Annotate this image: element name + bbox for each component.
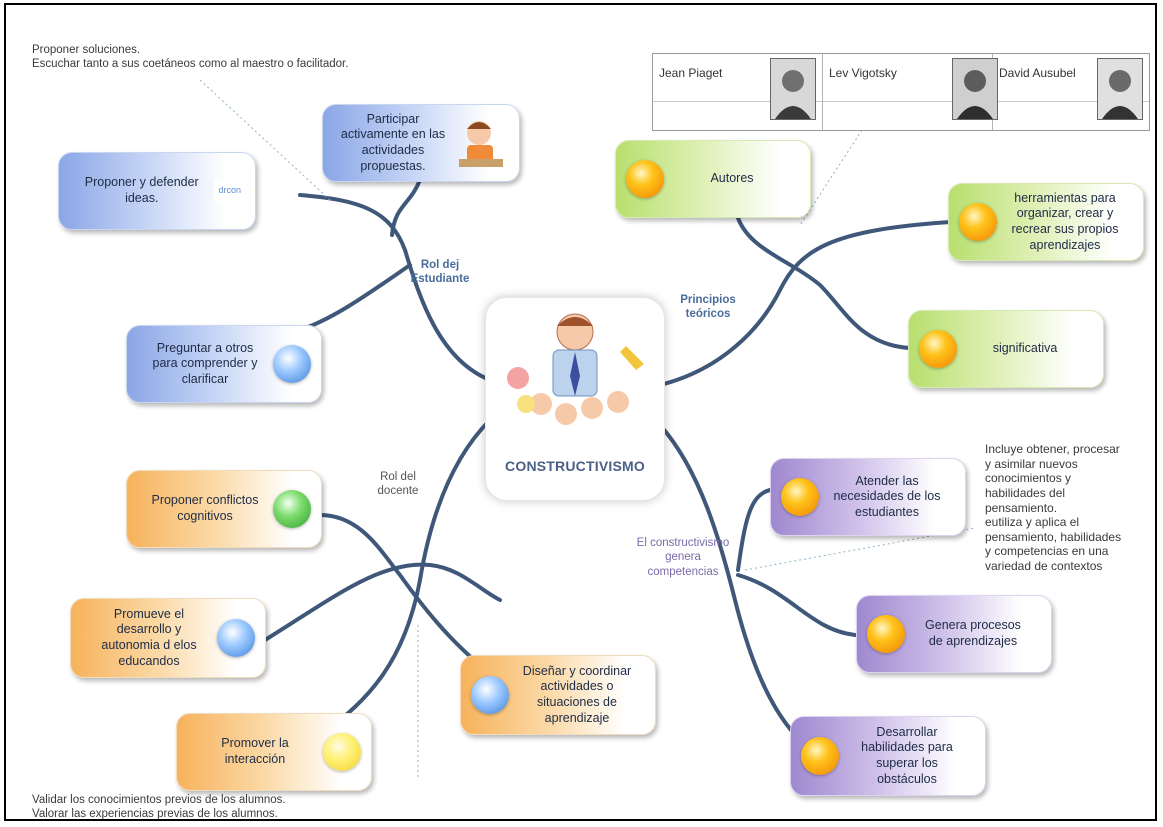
node-disenar[interactable]: Diseñar y coordinar actividades o situac…: [460, 655, 656, 735]
link-conflictos: [318, 513, 482, 667]
link-preguntar: [298, 263, 412, 332]
branch-label-principios: Principios teóricos: [680, 294, 736, 321]
green-gem-icon: [273, 490, 311, 528]
node-promover-label: Promover la interacción: [221, 736, 289, 766]
hourglass-icon: [781, 478, 819, 516]
author-photo: [952, 58, 998, 120]
author-photo: [770, 58, 816, 120]
link-atender: [736, 488, 772, 572]
smiley-icon: [323, 733, 361, 771]
node-significativa[interactable]: significativa: [908, 310, 1104, 388]
dotted-note-authors: [799, 129, 863, 226]
author-name: Jean Piaget: [659, 66, 723, 80]
link-promueve: [263, 562, 502, 642]
author-name: Lev Vigotsky: [829, 66, 897, 80]
node-promueve-label: Promueve el desarrollo y autonomia d elo…: [101, 606, 197, 668]
author-cell: Lev Vigotsky: [823, 54, 998, 130]
node-desarrollar-label: Desarrollar habilidades para superar los…: [861, 724, 953, 786]
node-herramientas-label: herramientas para organizar, crear y rec…: [1011, 190, 1119, 252]
branch-label-competencias: El constructivismo genera competencias: [636, 537, 730, 578]
drcon-logo: drcon: [214, 179, 245, 203]
node-proponer-defender-label: Proponer y defender ideas.: [84, 175, 199, 205]
node-herramientas[interactable]: herramientas para organizar, crear y rec…: [948, 183, 1144, 261]
dotted-note-right: [744, 527, 976, 571]
link-competencias-main: [658, 423, 802, 742]
link-estudiante-main: [298, 193, 492, 382]
node-participar-label: Participar activamente en las actividade…: [340, 111, 446, 173]
upload-arrow-icon: [217, 619, 255, 657]
authors-table: Jean Piaget Lev Vigotsky David Ausubel: [652, 53, 1150, 131]
central-topic-title: CONSTRUCTIVISMO: [505, 458, 645, 474]
note-top-left: Proponer soluciones. Escuchar tanto a su…: [32, 44, 349, 71]
link-principios-main: [658, 220, 952, 387]
node-participar[interactable]: Participar activamente en las actividade…: [322, 104, 520, 182]
node-promover[interactable]: Promover la interacción: [176, 713, 372, 791]
node-atender[interactable]: Atender las necesidades de los estudiant…: [770, 458, 966, 536]
node-promueve[interactable]: Promueve el desarrollo y autonomia d elo…: [70, 598, 266, 678]
group-icon: [867, 615, 905, 653]
node-atender-label: Atender las necesidades de los estudiant…: [833, 473, 941, 519]
node-conflictos[interactable]: Proponer conflictos cognitivos: [126, 470, 322, 548]
student-writing-icon: [459, 121, 503, 167]
cup-icon: [801, 737, 839, 775]
chart-icon: [919, 330, 957, 368]
link-genera: [736, 573, 857, 637]
author-name: David Ausubel: [999, 66, 1076, 80]
node-disenar-label: Diseñar y coordinar actividades o situac…: [522, 663, 632, 725]
note-bottom-left: Validar los conocimientos previos de los…: [32, 794, 286, 821]
orange-sphere-icon: [626, 160, 664, 198]
link-autores: [736, 216, 912, 350]
pencil-icon: [959, 203, 997, 241]
children-teacher-illustration: [507, 313, 644, 425]
node-genera-label: Genera procesos de aprendizajes: [925, 618, 1021, 648]
refresh-arrows-icon: [273, 345, 311, 383]
note-right: Incluye obtener, procesar y asimilar nue…: [985, 442, 1122, 573]
node-preguntar-label: Preguntar a otros para comprender y clar…: [152, 340, 258, 386]
node-significativa-label: significativa: [992, 341, 1058, 356]
branch-label-docente: Rol del docente: [377, 471, 419, 498]
author-photo: [1097, 58, 1143, 120]
node-conflictos-label: Proponer conflictos cognitivos: [151, 493, 259, 523]
link-docente-main: [318, 418, 492, 737]
magnifier-icon: [471, 676, 509, 714]
node-proponer-defender[interactable]: Proponer y defender ideas. drcon: [58, 152, 256, 230]
author-cell: David Ausubel: [993, 54, 1149, 130]
node-genera[interactable]: Genera procesos de aprendizajes: [856, 595, 1052, 673]
node-autores-label: Autores: [710, 171, 754, 186]
node-autores[interactable]: Autores: [615, 140, 811, 218]
central-topic[interactable]: CONSTRUCTIVISMO: [485, 297, 665, 501]
authors-table-divider: [653, 101, 1149, 102]
node-desarrollar[interactable]: Desarrollar habilidades para superar los…: [790, 716, 986, 796]
author-cell: Jean Piaget: [653, 54, 823, 130]
link-participar: [390, 178, 422, 237]
branch-label-estudiante: Rol dej Estudiante: [410, 259, 470, 286]
node-preguntar[interactable]: Preguntar a otros para comprender y clar…: [126, 325, 322, 403]
